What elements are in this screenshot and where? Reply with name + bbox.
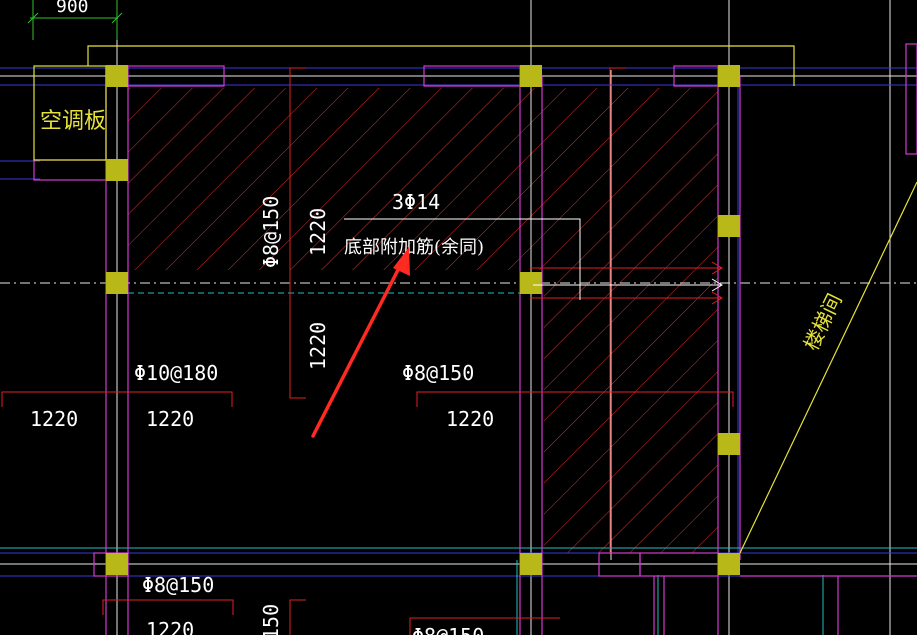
rebar-red-horizontal-2 [416,391,734,407]
balcony-outline [87,45,795,86]
ac-panel-outline [33,65,107,161]
rebar-white-lines [344,218,723,300]
wall-opening [33,159,107,181]
ac-panel-label: 空调板 [40,109,106,134]
note-bottom-additional-rebar: 底部附加筋(余同) [344,237,484,258]
arrow-head [393,247,410,276]
length-1220-vertical-2: 1220 [306,322,330,370]
column [520,272,542,294]
hatched-slab-regions [128,88,718,553]
column [106,553,128,575]
wall-opening [905,43,917,155]
additional-bar-line [344,218,581,300]
rebar-phi8-150-vertical-label: Φ8@150 [259,196,283,268]
annotation-arrow [311,247,410,438]
yellow-outlines [33,45,917,554]
additional-bar-hook [711,278,723,292]
column [520,65,542,87]
column [106,159,128,181]
dimension-tick [111,12,123,24]
rebar-red-vertical [289,67,306,399]
dimension-tick [27,12,39,24]
text-labels: 900 空调板 3Φ14 底部附加筋(余同) Φ8@150 1220 1220 … [30,0,847,635]
rebar-phi10-180-label: Φ10@180 [134,361,218,385]
rebar-phi8-150-mid-label: Φ8@150 [402,361,474,385]
rebar-red-bottom [102,599,234,615]
column [106,65,128,87]
length-1220-bottom: 1220 [146,618,194,635]
hatch-slab-right [544,270,718,553]
column [718,553,740,575]
rebar-red-lines [1,67,734,635]
rebar-red-horizontal-1 [1,391,233,407]
beam-lines [0,67,917,577]
wall-opening [598,552,641,577]
rebar-red-hook [711,261,723,275]
rebar-red-hook [711,291,723,305]
column [520,553,542,575]
dimension-text-900: 900 [56,0,89,17]
length-1220-vertical-1: 1220 [306,208,330,256]
columns [106,65,740,575]
stair-diagonal [739,181,917,554]
column [718,433,740,455]
rebar-phi8-150-bottom-label: Φ8@150 [142,573,214,597]
rebar-red-bottom-mid [409,617,560,635]
partial-label-bottom-mid: Φ8@150 [412,624,484,635]
dimension-top [27,0,123,40]
length-1220-b: 1220 [146,407,194,431]
column [718,215,740,237]
arrow-shaft [311,264,402,438]
partial-label-bottom-left: 150 [259,604,283,635]
column [718,65,740,87]
length-1220-a: 1220 [30,407,78,431]
column [106,272,128,294]
hatch-slab-top [128,88,718,270]
rebar-red-bottom-left [289,599,306,635]
rebar-3phi14-label: 3Φ14 [392,190,440,214]
length-1220-c: 1220 [446,407,494,431]
cyan-lines [0,292,917,635]
